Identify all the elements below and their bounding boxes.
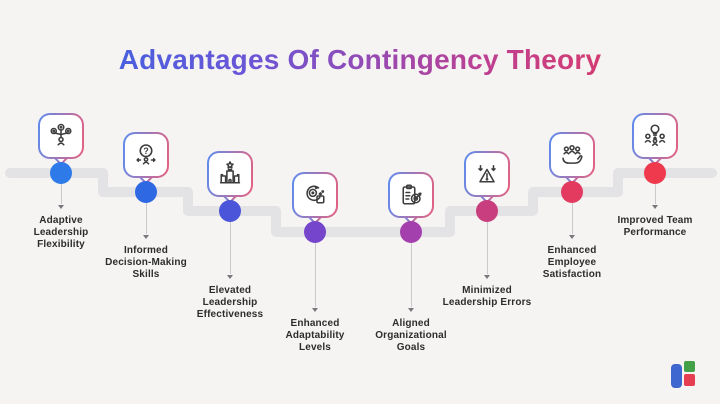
- icon-badge: [632, 113, 678, 159]
- connector-line: [572, 203, 573, 234]
- clipboard-target-icon: [402, 184, 422, 205]
- timeline-item: Elevated Leadership Effectiveness: [175, 0, 285, 404]
- connector-line: [146, 203, 147, 234]
- timeline-dot: [400, 221, 422, 243]
- item-label: Adaptive Leadership Flexibility: [33, 215, 89, 250]
- timeline-dot: [304, 221, 326, 243]
- icon-badge: [549, 132, 595, 178]
- timeline-dot: [476, 200, 498, 222]
- timeline-dot: [644, 162, 666, 184]
- item-label: Informed Decision-Making Skills: [105, 245, 187, 280]
- arrow-down-icon: [227, 275, 233, 279]
- timeline-item: Enhanced Employee Satisfaction: [517, 0, 627, 404]
- connector-line: [487, 222, 488, 274]
- timeline-item: ? Informed Decision-Making Skills: [91, 0, 201, 404]
- timeline-dot: [219, 200, 241, 222]
- page-title: Advantages Of Contingency Theory: [0, 44, 720, 76]
- icon-badge: [388, 172, 434, 218]
- icon-badge: ?: [123, 132, 169, 178]
- item-label: Enhanced Employee Satisfaction: [542, 245, 602, 280]
- arrow-down-icon: [408, 308, 414, 312]
- arrow-down-icon: [569, 235, 575, 239]
- timeline-item: Minimized Leadership Errors: [432, 0, 542, 404]
- item-label: Elevated Leadership Effectiveness: [196, 285, 264, 320]
- timeline-dot: [135, 181, 157, 203]
- logo-green-block: [684, 361, 695, 372]
- logo-blue-block: [671, 364, 682, 388]
- brand-logo: [671, 361, 696, 389]
- arrow-down-icon: [484, 275, 490, 279]
- logo-red-block: [684, 374, 695, 386]
- castle-star-icon: [219, 161, 241, 184]
- icon-badge: [207, 151, 253, 197]
- warning-arrows-icon: [478, 164, 496, 183]
- arrow-down-icon: [312, 308, 318, 312]
- icon-badge: [292, 172, 338, 218]
- arrow-down-icon: [652, 205, 658, 209]
- icon-badge: [38, 113, 84, 159]
- target-gear-icon: [306, 185, 325, 204]
- mind-question-icon: ?: [136, 144, 156, 165]
- timeline-item: Adaptive Leadership Flexibility: [6, 0, 116, 404]
- timeline-dot: [50, 162, 72, 184]
- arrow-down-icon: [58, 205, 64, 209]
- connector-line: [411, 243, 412, 307]
- hierarchy-gears-icon: [50, 123, 72, 146]
- timeline-item: Aligned Organizational Goals: [356, 0, 466, 404]
- connector-line: [655, 184, 656, 204]
- svg-text:?: ?: [143, 146, 148, 156]
- item-label: Minimized Leadership Errors: [442, 285, 532, 308]
- timeline-dot: [561, 181, 583, 203]
- timeline-item: Improved Team Performance: [600, 0, 710, 404]
- item-label: Enhanced Adaptability Levels: [285, 318, 345, 353]
- arrow-down-icon: [143, 235, 149, 239]
- item-label: Improved Team Performance: [617, 215, 693, 238]
- hand-people-icon: [562, 144, 583, 164]
- connector-line: [230, 222, 231, 274]
- timeline-item: Enhanced Adaptability Levels: [260, 0, 370, 404]
- item-label: Aligned Organizational Goals: [375, 318, 447, 353]
- connector-line: [315, 243, 316, 307]
- icon-badge: [464, 151, 510, 197]
- team-lightbulb-icon: [644, 124, 666, 147]
- connector-line: [61, 184, 62, 204]
